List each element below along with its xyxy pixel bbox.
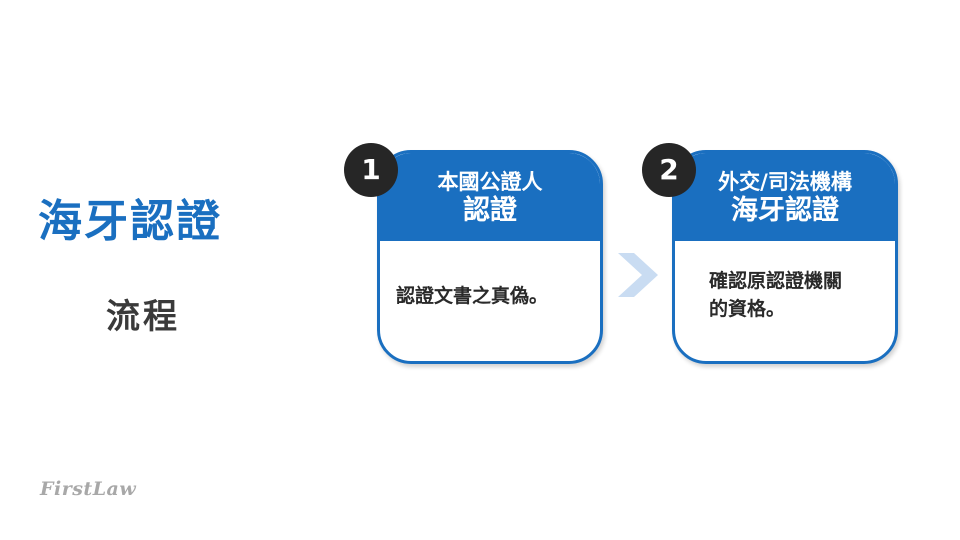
step-card-2: 外交/司法機構 海牙認證 確認原認證機關 的資格。 xyxy=(672,150,898,364)
step-card-1-header: 本國公證人 認證 xyxy=(380,153,600,241)
step-card-1: 本國公證人 認證 認證文書之真偽。 xyxy=(377,150,603,364)
chevron-right-icon xyxy=(618,253,658,297)
step-2-body-line-1: 確認原認證機關 xyxy=(709,270,843,292)
step-card-2-body: 確認原認證機關 的資格。 xyxy=(675,241,895,361)
step-2-body-line-2: 的資格。 xyxy=(709,298,786,320)
step-card-2-header: 外交/司法機構 海牙認證 xyxy=(675,153,895,241)
step-card-1-body: 認證文書之真偽。 xyxy=(380,241,600,361)
page-title: 海牙認證 xyxy=(38,196,222,247)
step-1-header-line1: 本國公證人 xyxy=(437,170,543,194)
step-2-header-line2: 海牙認證 xyxy=(731,195,839,226)
page-subtitle: 流程 xyxy=(106,297,180,337)
step-number-badge-1: 1 xyxy=(344,143,398,197)
step-2-header-line1: 外交/司法機構 xyxy=(718,170,852,194)
firstlaw-logo: FirstLaw xyxy=(40,478,137,500)
step-number-badge-2: 2 xyxy=(642,143,696,197)
step-1-body-line: 認證文書之真偽。 xyxy=(396,285,549,307)
step-1-header-line2: 認證 xyxy=(463,195,517,226)
